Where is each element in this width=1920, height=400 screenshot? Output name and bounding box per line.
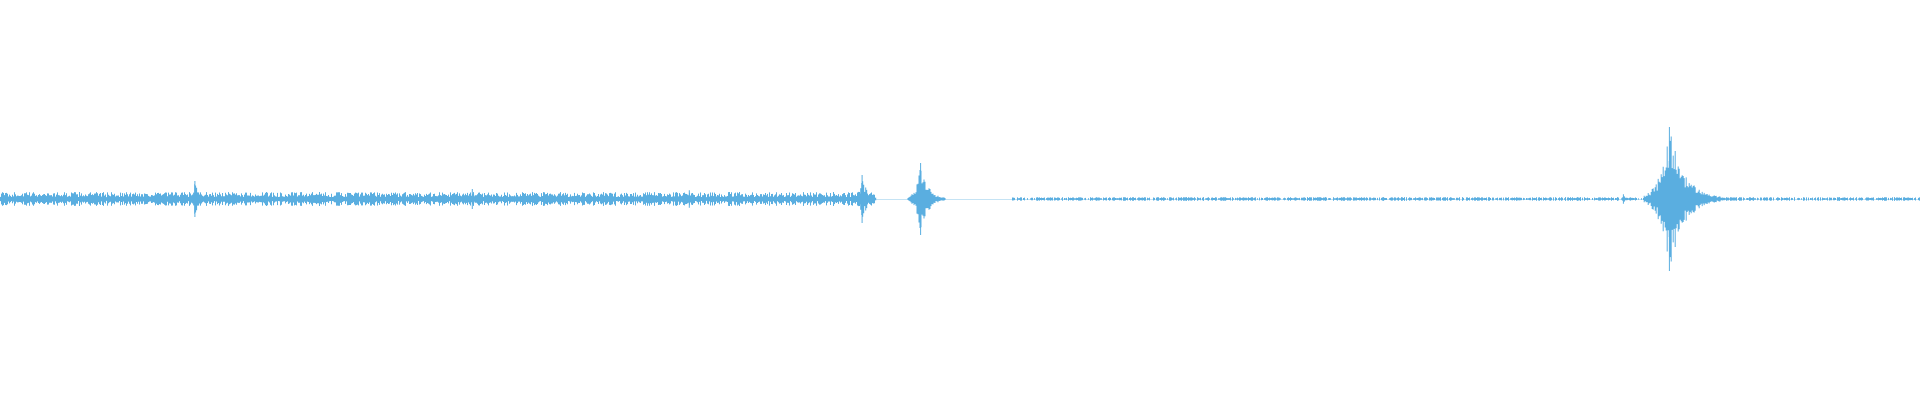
waveform-peak-0	[4, 193, 10, 205]
waveform-peak-6	[1621, 194, 1626, 204]
waveform-peak-2	[469, 189, 477, 209]
waveform-peak-1	[190, 181, 206, 217]
waveform-segment-1	[1012, 197, 1920, 201]
waveform-peak-4	[853, 175, 877, 223]
waveform-trace	[0, 127, 1920, 271]
waveform-peak-5	[907, 163, 946, 235]
waveform-peak-9	[1686, 189, 1694, 209]
waveform-peak-3	[686, 190, 693, 208]
waveform-segment-0	[0, 192, 875, 206]
